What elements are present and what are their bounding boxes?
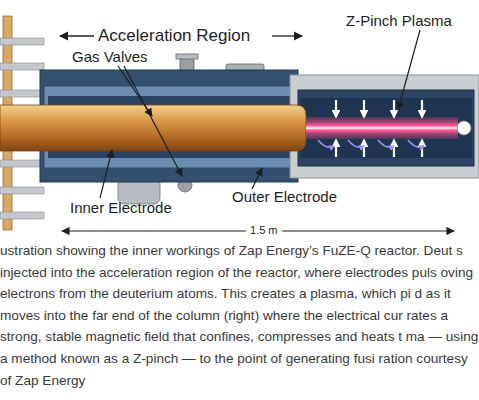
bolt	[0, 212, 44, 219]
compression-cavity	[300, 98, 472, 158]
compression-housing	[290, 75, 479, 178]
compression-tube	[298, 90, 474, 166]
field-arrow	[348, 140, 364, 147]
inner-electrode	[0, 105, 306, 151]
bolt	[0, 63, 44, 70]
region-arrow	[272, 35, 302, 36]
caption-text: ustration showing the inner workings of …	[0, 240, 479, 391]
region-label: Acceleration Region	[98, 26, 250, 46]
plasma-glow	[306, 117, 458, 139]
end-port	[457, 121, 471, 135]
pinch-arrow	[393, 100, 395, 117]
part-label: Z-Pinch Plasma	[346, 12, 452, 29]
pinch-arrow	[421, 140, 423, 157]
field-arrow	[378, 140, 394, 147]
gas-valve-cap	[176, 54, 198, 59]
leader-line	[124, 66, 182, 176]
pinch-arrow	[335, 100, 337, 117]
label-layer: Acceleration RegionGas Valves Z-Pinch Pla…	[0, 0, 479, 240]
part-label: Inner Electrode	[70, 199, 172, 216]
part-label: Gas Valves	[72, 48, 148, 65]
bolt	[0, 187, 44, 194]
bolt	[0, 160, 44, 167]
bolt	[0, 90, 44, 97]
plasma-core	[306, 127, 458, 130]
pinch-arrows	[336, 100, 422, 157]
caption: ustration showing the inner workings of …	[0, 240, 479, 391]
plasma-column	[306, 124, 458, 132]
leader-line	[100, 150, 112, 198]
pinch-arrow	[393, 140, 395, 157]
part-label: Outer Electrode	[232, 188, 337, 205]
dimension-label: 1.5 m	[246, 224, 282, 237]
pinch-arrow	[335, 140, 337, 157]
pinch-arrow	[363, 140, 365, 157]
field-arrow	[408, 140, 424, 147]
region-arrow	[60, 35, 94, 36]
pinch-arrow	[421, 100, 423, 117]
leader-line	[398, 30, 420, 110]
bolt	[0, 38, 44, 45]
field-arrows	[318, 140, 424, 147]
pinch-arrow	[363, 100, 365, 117]
leader-lines	[100, 30, 420, 198]
field-arrow	[318, 140, 334, 147]
leader-line	[252, 168, 262, 189]
